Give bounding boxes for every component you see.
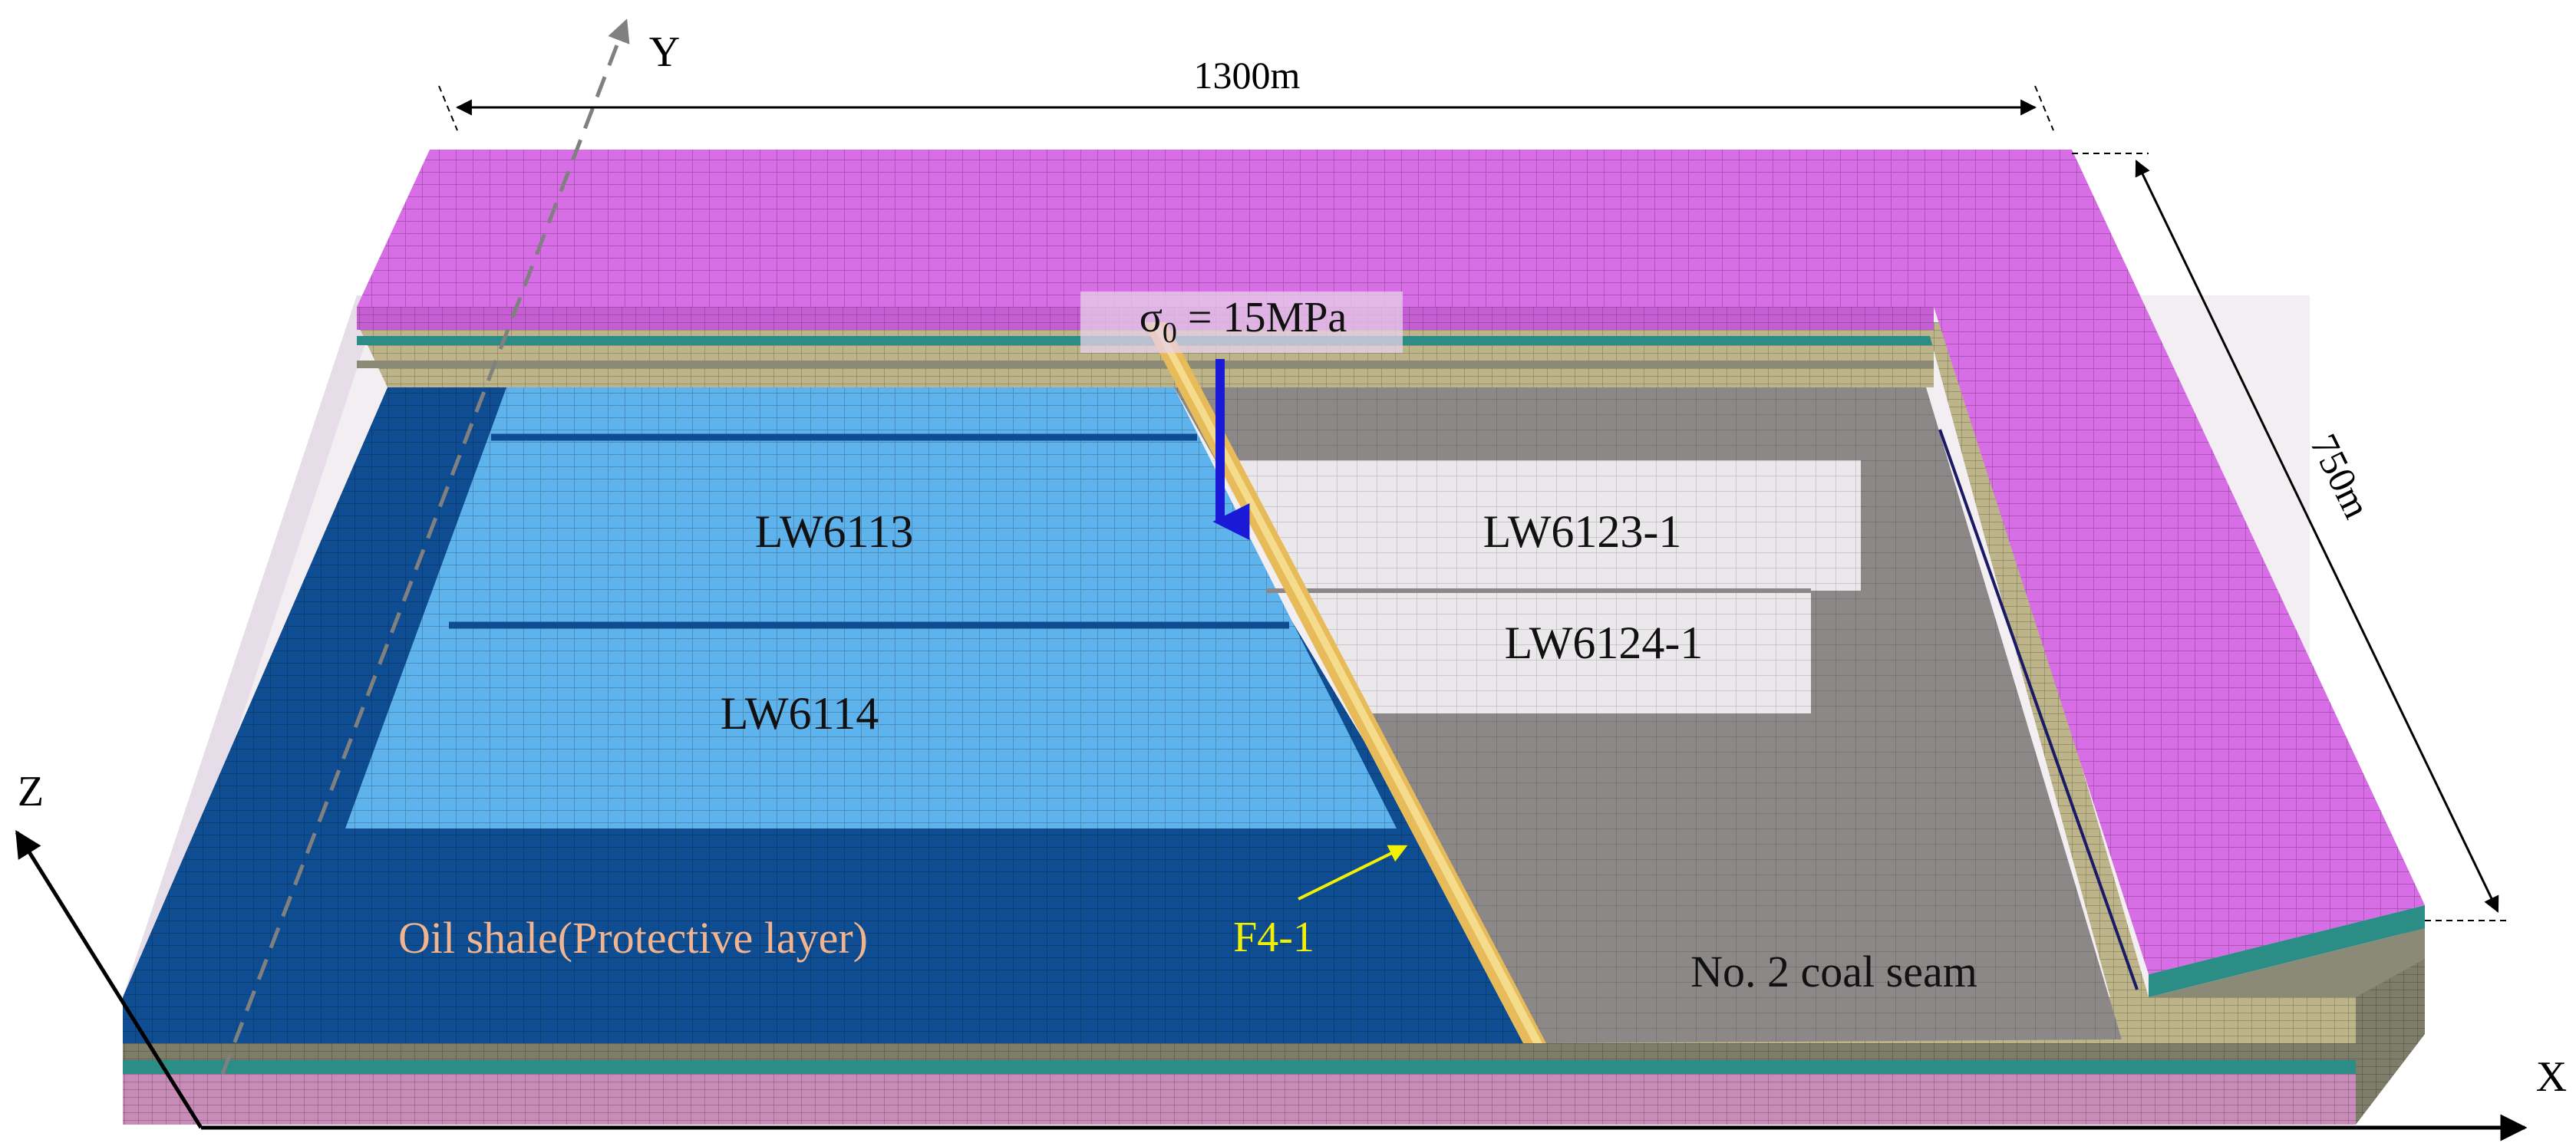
coordinate-axes: Z X Y: [15, 18, 2567, 1141]
lw6113-label: LW6113: [755, 506, 914, 557]
fault-plane: [1143, 322, 1546, 1043]
load-value: = 15MPa: [1177, 294, 1347, 341]
coal-seam-label: No. 2 coal seam: [1690, 947, 1977, 996]
blue-working-faces: [345, 387, 1397, 828]
lw6123-label: LW6123-1: [1483, 506, 1682, 557]
y-axis-label: Y: [649, 28, 680, 76]
width-dimension-label: 750m: [2302, 427, 2379, 525]
x-axis-label: X: [2536, 1053, 2567, 1101]
lw6124-label: LW6124-1: [1505, 618, 1704, 668]
panel-labels: LW6113 LW6114 LW6123-1 LW6124-1 Oil shal…: [398, 506, 1977, 996]
lw6114-label: LW6114: [721, 688, 879, 739]
fault-pointer: [1298, 845, 1408, 901]
fault-label: F4-1: [1233, 914, 1314, 961]
z-axis: [15, 830, 203, 1129]
coal-seam: [1174, 387, 2122, 1043]
load-symbol: σ: [1140, 294, 1163, 341]
oil-shale-label: Oil shale(Protective layer): [398, 913, 868, 963]
right-strata-wall: [1926, 322, 2425, 1039]
load-label: σ0 = 15MPa: [1140, 294, 1347, 349]
length-dimension-label: 1300m: [1194, 54, 1301, 97]
load-subscript: 0: [1163, 317, 1177, 349]
z-axis-label: Z: [18, 768, 44, 815]
vertical-load-annotation: σ0 = 15MPa: [1080, 292, 1403, 540]
y-axis: [220, 18, 630, 1075]
